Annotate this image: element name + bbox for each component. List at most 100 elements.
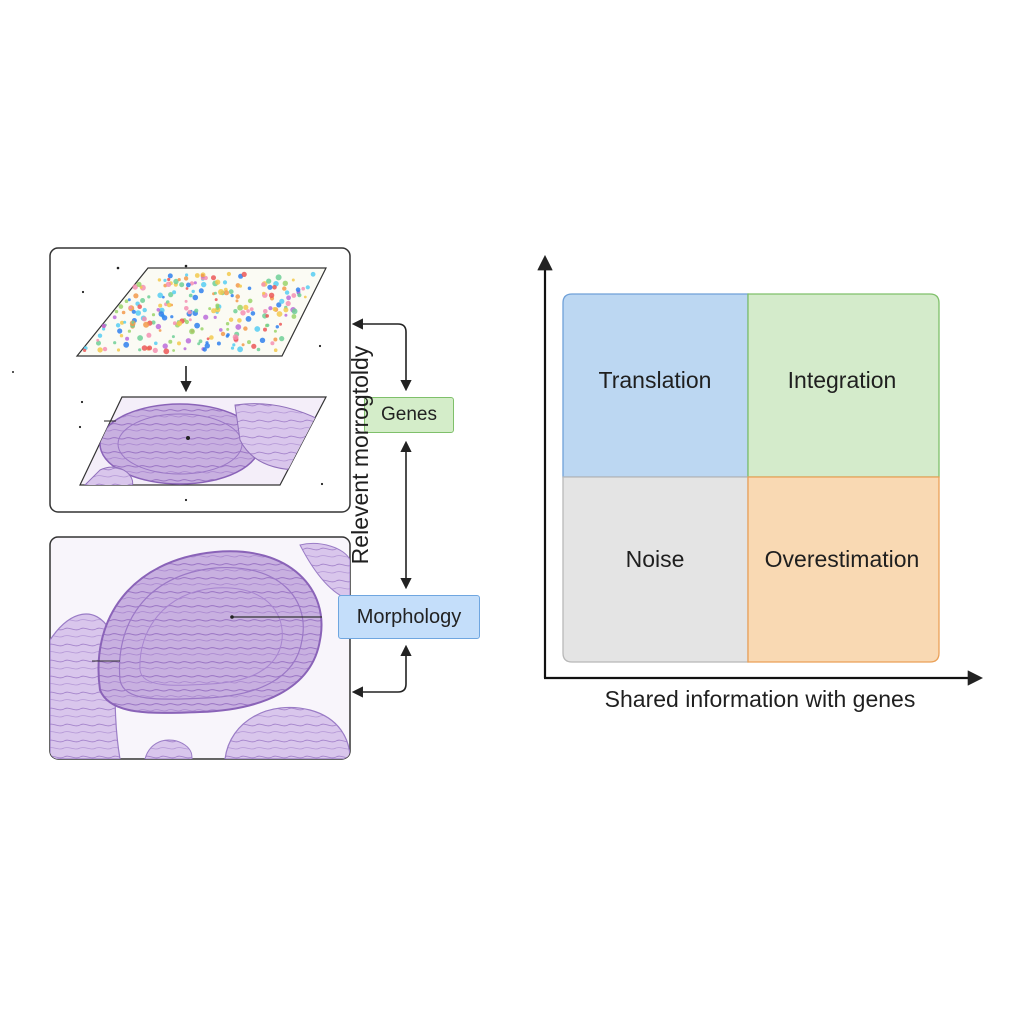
gene-spot [240,310,246,316]
gene-spot [259,337,266,343]
gene-spot [241,343,245,347]
gene-spot [214,298,218,302]
tissue-section-large [50,543,350,759]
gene-spot [184,306,189,311]
gene-spot [155,323,162,330]
gene-spot [263,327,267,332]
gene-spot [194,322,201,329]
gene-spot [194,273,200,278]
gene-spot [297,293,302,298]
gene-spot [245,316,252,322]
gene-spot [226,327,230,331]
genes-box: Genes [364,397,454,433]
top-panel-to-genes-arrow [351,318,412,392]
quadrant-integration [747,293,940,478]
gene-spot [183,347,187,351]
gene-spot [247,340,251,345]
gene-spot [261,282,266,287]
gene-spot [151,320,156,325]
gene-spot [220,331,226,337]
gene-spot [282,280,288,286]
gene-spot [138,348,142,352]
gene-spot [198,288,204,294]
gene-spot [121,310,126,315]
gene-spot [170,315,174,319]
gene-spot [262,291,266,295]
gene-spot [96,338,100,342]
gene-spot [83,348,87,352]
gene-spot [213,315,217,319]
gene-spot [147,345,153,351]
gene-spot [200,273,205,278]
gene-spot [97,347,103,353]
overestimation-label: Overestimation [764,546,920,572]
gene-spot [112,315,117,320]
gene-spot [273,348,278,353]
gene-spot [131,309,136,314]
gene-spot [172,290,177,295]
quadrant-overestimation [747,476,940,663]
gene-spot [279,336,285,342]
gene-spot [171,335,175,339]
gene-spot [183,276,189,281]
gene-spot [243,326,248,331]
gene-spot [251,343,257,349]
gene-spot [185,273,189,277]
gene-spots-plane [75,267,327,357]
gene-spot [291,308,298,315]
gene-spot [114,309,119,314]
gene-spot [187,309,192,315]
gene-spot [265,314,270,318]
gene-spot [235,324,242,330]
gene-spot [249,307,254,312]
gene-spot [272,307,277,312]
gene-spot [147,295,151,299]
gene-spot [118,304,124,309]
gene-spot [219,328,223,332]
noise-label: Noise [625,546,685,572]
gene-spot [193,281,197,285]
gene-spot [125,336,130,341]
gene-spot [233,309,238,314]
gene-spot [140,298,146,303]
gene-spot [225,334,229,338]
gene-spot [163,278,167,282]
gene-spot [247,298,253,304]
gene-spot [209,335,214,340]
gene-spot [201,281,207,288]
gene-spot [268,306,273,311]
gene-spot [163,348,170,355]
gene-spot [188,293,193,298]
gene-spot [132,284,138,290]
gene-spot [172,321,177,326]
gene-spot [96,340,101,346]
gene-spot [268,292,275,298]
gene-spot [222,280,228,285]
gene-spot [276,302,282,308]
gene-spot [184,299,188,303]
gene-spot [120,320,124,325]
gene-spot [117,328,123,334]
gene-spot [167,273,173,279]
speck-marks [12,264,324,502]
gene-spot [165,281,172,287]
quadrant-noise [562,476,749,663]
gene-spot [161,315,168,321]
gene-spot [206,337,210,341]
gene-spot [225,322,230,326]
gene-spot [273,329,277,333]
gene-spot [246,309,250,313]
gene-spot [266,278,272,284]
gene-spot [267,284,273,290]
gene-spot [127,329,131,333]
gene-spot [189,328,195,335]
gene-spot [291,278,295,282]
gene-spot [158,303,163,308]
gene-spot [204,343,210,349]
gene-spot [203,314,209,320]
gene-spot [115,323,121,328]
gene-spot [275,274,282,281]
gene-spot [263,309,268,314]
